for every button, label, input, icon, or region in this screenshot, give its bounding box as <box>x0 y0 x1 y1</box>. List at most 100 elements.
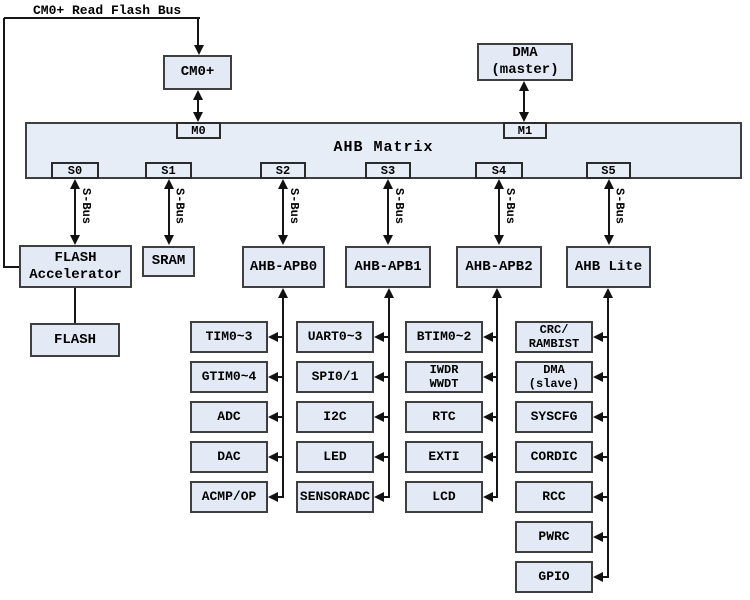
peripheral-box-label: EXTI <box>428 449 460 465</box>
peripheral-box: ADC <box>190 401 268 433</box>
peripheral-box: ACMP/OP <box>190 481 268 513</box>
arrowhead-left <box>593 572 603 582</box>
peripheral-box: LED <box>296 441 374 473</box>
arrowhead-up <box>603 288 613 298</box>
branch-line <box>382 336 390 338</box>
arrowhead-up <box>163 179 174 189</box>
connector-line <box>607 186 610 238</box>
cm0-label: CM0+ <box>180 64 215 81</box>
branch-line <box>276 496 284 498</box>
branch-line <box>276 336 284 338</box>
connector-line <box>523 88 525 115</box>
arrowhead-up <box>492 288 502 298</box>
arrowhead-up <box>70 179 80 189</box>
peripheral-box: SENSORADC <box>296 481 374 513</box>
sbus-label: S-Bus <box>612 188 627 225</box>
arrowhead-left <box>593 532 603 542</box>
arrowhead-left <box>483 452 493 462</box>
arrowhead-up <box>603 179 614 189</box>
arrowhead-left <box>593 412 603 422</box>
peripheral-box-label: PWRC <box>538 529 570 545</box>
branch-line <box>491 456 498 458</box>
cm0-read-flash-bus-label: CM0+ Read Flash Bus <box>33 3 182 18</box>
peripheral-box-label: ADC <box>217 409 241 425</box>
sbus-label: S-Bus <box>503 188 517 225</box>
peripheral-box: RTC <box>405 401 483 433</box>
branch-line <box>276 416 284 418</box>
matrix-master-port-tab: M0 <box>176 122 221 139</box>
connector-line <box>498 186 500 238</box>
peripheral-box-label: LCD <box>432 489 456 505</box>
branch-line <box>601 536 609 538</box>
branch-line <box>491 376 498 378</box>
matrix-slave-port-tab: S1 <box>145 162 192 179</box>
matrix-slave-port-tab: S3 <box>365 162 411 179</box>
peripheral-box: SPI0/1 <box>296 361 374 393</box>
arrowhead-down <box>193 112 203 122</box>
cm0-read-flash-bus-line <box>4 266 19 268</box>
peripheral-box: CORDIC <box>515 441 593 473</box>
connector-line <box>387 186 389 238</box>
flash-accelerator-box-label: FLASH <box>54 249 97 266</box>
peripheral-box: BTIM0~2 <box>405 321 483 353</box>
arrowhead-down <box>278 235 288 245</box>
sram-box-label: SRAM <box>151 253 186 270</box>
connector-line <box>197 97 199 115</box>
peripheral-box-label: LED <box>323 449 347 465</box>
bus-trunk-line <box>388 295 390 498</box>
flash-box: FLASH <box>30 323 120 357</box>
peripheral-box-label: I2C <box>323 409 347 425</box>
peripheral-box: DAC <box>190 441 268 473</box>
ahb-apb0-box: AHB-APB0 <box>242 246 325 288</box>
peripheral-box-label: IWDR <box>429 362 459 377</box>
peripheral-box: RCC <box>515 481 593 513</box>
branch-line <box>276 456 284 458</box>
flash-link-line <box>74 288 76 323</box>
arrowhead-up <box>383 179 393 189</box>
arrowhead-up <box>278 288 288 298</box>
branch-line <box>601 496 609 498</box>
arrowhead-left <box>374 452 384 462</box>
flash-accelerator-box-label: Accelerator <box>29 266 122 283</box>
peripheral-box-label: TIM0~3 <box>205 329 253 345</box>
branch-line <box>601 456 609 458</box>
peripheral-box-label: CORDIC <box>530 449 578 465</box>
sbus-label: S-Bus <box>172 188 187 225</box>
peripheral-box-label: GTIM0~4 <box>201 369 257 385</box>
cm0-box: CM0+ <box>163 55 232 90</box>
peripheral-box-label: GPIO <box>538 569 570 585</box>
arrowhead-down <box>603 235 614 245</box>
matrix-slave-port-tab: S2 <box>260 162 306 179</box>
branch-line <box>601 336 609 338</box>
bus-trunk-line <box>607 295 609 578</box>
peripheral-box: TIM0~3 <box>190 321 268 353</box>
arrowhead-left <box>593 332 603 342</box>
peripheral-box-label: WWDT <box>429 377 459 391</box>
peripheral-box-label: SPI0/1 <box>311 369 359 385</box>
ahb-apb2-box: AHB-APB2 <box>456 246 542 288</box>
branch-line <box>382 496 390 498</box>
peripheral-box-label: RCC <box>542 489 566 505</box>
arrowhead-left <box>374 412 384 422</box>
arrowhead-up <box>519 81 529 91</box>
branch-line <box>601 416 609 418</box>
arrowhead-left <box>268 412 278 422</box>
branch-line <box>382 416 390 418</box>
peripheral-box: GTIM0~4 <box>190 361 268 393</box>
arrowhead-down <box>194 45 204 55</box>
peripheral-box-label: SENSORADC <box>299 489 371 505</box>
peripheral-box-label: SYSCFG <box>530 409 578 425</box>
peripheral-box-label: (slave) <box>528 377 580 391</box>
arrowhead-up <box>384 288 394 298</box>
cm0-read-flash-bus-line <box>3 18 5 268</box>
matrix-slave-port-tab: S4 <box>475 162 523 179</box>
sram-box: SRAM <box>142 246 195 277</box>
sbus-label: S-Bus <box>79 188 93 225</box>
peripheral-box: LCD <box>405 481 483 513</box>
cm0-read-flash-bus-line <box>197 18 199 48</box>
arrowhead-left <box>593 452 603 462</box>
ahb-lite-box: AHB Lite <box>566 246 651 288</box>
sbus-label: S-Bus <box>287 188 301 225</box>
